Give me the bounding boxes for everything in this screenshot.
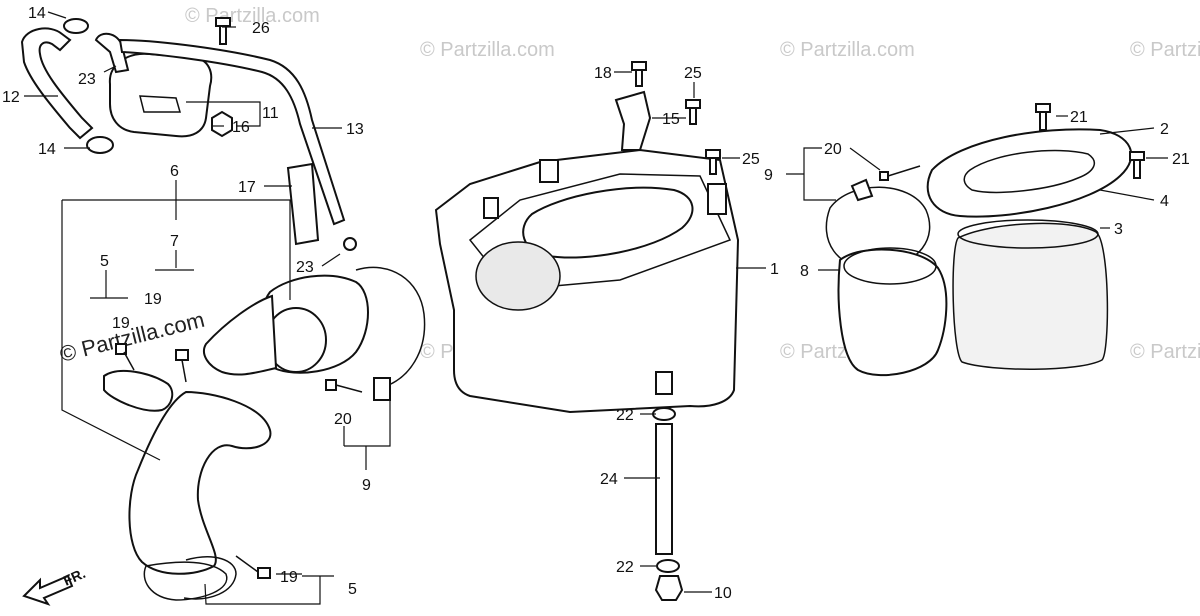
callout-22: 22 <box>616 407 634 424</box>
callout-22: 22 <box>616 559 634 576</box>
callout-4: 4 <box>1160 193 1169 210</box>
callout-7: 7 <box>170 233 179 250</box>
callout-23: 23 <box>78 71 96 88</box>
watermark: © Partzilla.com <box>1130 341 1200 363</box>
callout-14: 14 <box>28 5 46 22</box>
callout-15: 15 <box>662 111 680 128</box>
case-boss <box>707 183 727 215</box>
bolt-20-right-icon <box>879 165 921 181</box>
callout-5: 5 <box>348 581 357 598</box>
bolt-18-icon <box>631 61 647 87</box>
callout-19: 19 <box>144 291 162 308</box>
nut-16-icon <box>211 110 233 138</box>
callout-25: 25 <box>684 65 702 82</box>
callout-6: 6 <box>170 163 179 180</box>
callout-19: 19 <box>280 569 298 586</box>
clamp-band-9-right <box>825 186 931 271</box>
case-boss <box>539 159 559 183</box>
front-direction-arrow: FR. <box>22 565 88 606</box>
clip-22-top <box>652 407 676 421</box>
callout-16: 16 <box>232 119 250 136</box>
leader-lines <box>24 11 1168 605</box>
callout-18: 18 <box>594 65 612 82</box>
case-drain-nipple <box>655 371 673 395</box>
callout-17: 17 <box>238 179 256 196</box>
chamber-mount <box>139 95 181 113</box>
callout-21: 21 <box>1172 151 1190 168</box>
bracket-15 <box>614 90 652 151</box>
callout-26: 26 <box>252 20 270 37</box>
drain-tube-13 <box>118 38 346 226</box>
filter-top-rim <box>957 219 1099 249</box>
clamp-band-9 <box>355 266 426 389</box>
adapter-rim <box>843 247 937 285</box>
hose-clamp-17 <box>286 162 320 246</box>
clip-23-icon <box>343 237 357 251</box>
callouts: 14 26 23 12 11 16 14 13 17 6 7 5 23 19 1… <box>2 5 1190 602</box>
intake-tube-5 <box>128 390 272 575</box>
callout-3: 3 <box>1114 221 1123 238</box>
callout-11: 11 <box>262 105 279 122</box>
tube-band-bottom <box>143 561 228 601</box>
hose-clip-14-bottom <box>86 136 114 154</box>
callout-20: 20 <box>824 141 842 158</box>
callout-13: 13 <box>346 121 364 138</box>
direction-label: FR. <box>61 565 88 589</box>
callout-25: 25 <box>742 151 760 168</box>
bolt-20-icon <box>325 379 363 393</box>
bracket-5 <box>103 369 174 412</box>
callout-9: 9 <box>764 167 773 184</box>
drain-plug-10 <box>654 575 684 601</box>
clamp-screw-housing <box>373 377 391 401</box>
clip-22-bottom <box>656 559 680 573</box>
callout-24: 24 <box>600 471 618 488</box>
callout-20: 20 <box>334 411 352 428</box>
cover-slot <box>963 149 1096 194</box>
callout-12: 12 <box>2 89 20 106</box>
callout-2: 2 <box>1160 121 1169 138</box>
bolt-21-right-icon <box>1129 151 1145 179</box>
callout-19: 19 <box>112 315 130 332</box>
duct-boot <box>203 294 278 376</box>
air-filter-3 <box>952 222 1109 371</box>
bolt-19-mid-icon <box>175 349 189 383</box>
callout-1: 1 <box>770 261 779 278</box>
bolt-25-top-icon <box>685 99 701 125</box>
callout-21: 21 <box>1070 109 1088 126</box>
hose-clip-14-top <box>63 18 89 34</box>
callout-5: 5 <box>100 253 109 270</box>
callout-14: 14 <box>38 141 56 158</box>
clamp-tab <box>850 178 874 202</box>
drain-tube-24 <box>655 423 673 555</box>
bolt-25-right-icon <box>705 149 721 175</box>
callout-23: 23 <box>296 259 314 276</box>
bolt-26-icon <box>215 17 231 45</box>
bolt-19-bottom-icon <box>235 555 271 579</box>
callout-10: 10 <box>714 585 732 602</box>
air-cleaner-cover-2 <box>926 128 1133 218</box>
breather-hose-12 <box>20 27 94 140</box>
bolt-19-left-icon <box>115 343 135 371</box>
parts-drawing: FR. <box>20 17 1145 606</box>
watermark: © Partzilla.com <box>780 39 915 61</box>
bolt-21-top-icon <box>1035 103 1051 131</box>
case-mesh-window <box>475 241 561 311</box>
callout-8: 8 <box>800 263 809 280</box>
callout-9: 9 <box>362 477 371 494</box>
adapter-8 <box>837 248 948 377</box>
watermark: © Partzilla.com <box>1130 39 1200 61</box>
watermark: © Partzilla.com <box>420 39 555 61</box>
case-boss <box>483 197 499 219</box>
